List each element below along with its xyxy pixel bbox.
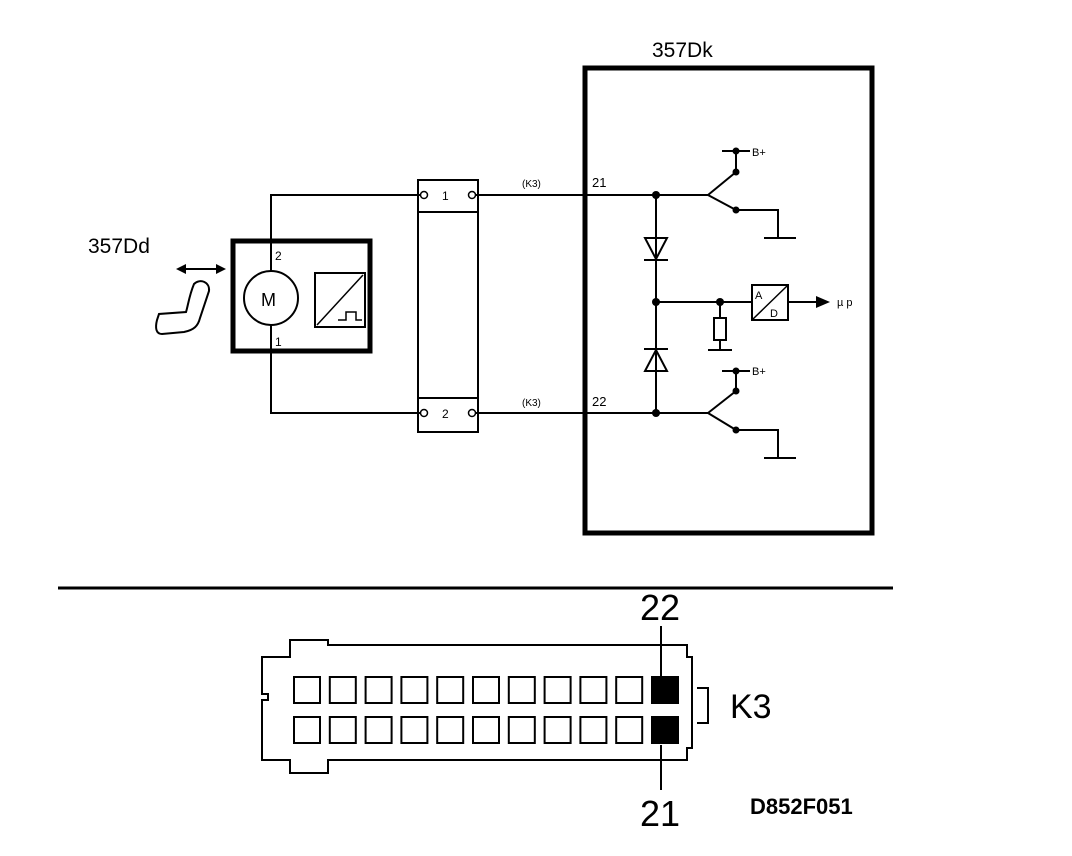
diode-icon [643,237,669,262]
supply-label-bottom: B+ [752,366,766,378]
connector-pin-cell [543,676,572,704]
control-unit-box [582,65,875,536]
reference-code: D852F051 [750,794,853,819]
switch-icon [656,367,779,457]
connector-pin-22 [651,676,679,704]
connector-pin-cell [293,716,321,744]
wire-label-k3-top: (K3) [522,179,541,190]
wire-label-k3-bottom: (K3) [522,398,541,409]
connector-pin-cell [328,716,357,744]
wire-motor-top [270,194,420,271]
connector-pin-cell [400,676,429,704]
motor-pin-top: 2 [275,249,282,263]
connector-pin-label-22: 22 [640,587,680,628]
connector-pin-cell [615,716,644,744]
seat-icon [155,280,211,336]
double-arrow-icon [176,264,226,274]
ecu-pin-21: 21 [592,175,606,190]
connector-housing [261,639,693,774]
sensor-icon [314,272,366,328]
connector-pin-21 [651,716,679,744]
motor-icon: M [243,270,299,326]
microprocessor-label: µ p [837,297,853,309]
actuator-label: 357Dd [88,235,150,258]
control-unit-label: 357Dk [652,39,713,62]
adc-label-a: A [755,290,763,302]
switch-icon [656,147,779,237]
motor-pin-bottom: 1 [275,335,282,349]
connector-pin-cell [615,676,644,704]
ecu-pin-22: 22 [592,394,606,409]
connector-pin-grid [293,676,679,744]
connector-pin-cell [400,716,429,744]
connector-pin-cell [293,676,321,704]
connector-pin-cell [543,716,572,744]
connector-pin-cell [364,676,393,704]
connector-pin-cell [507,716,536,744]
connector-block [417,179,479,433]
connector-pin-cell [328,676,357,704]
ad-converter-icon: A D [751,284,789,321]
connector-pin-cell [364,716,393,744]
connector-pin-2: 2 [442,407,449,421]
connector-pin-cell [436,676,465,704]
supply-label-top: B+ [752,147,766,159]
connector-name-label: K3 [730,688,772,726]
connector-pin-cell [507,676,536,704]
actuator-box [230,238,373,354]
wire-motor-bottom [270,325,420,414]
motor-symbol: M [261,290,276,310]
connector-pin-cell [472,716,500,744]
connector-bracket [697,687,709,724]
adc-label-d: D [770,308,778,320]
connector-pin-cell [472,676,500,704]
connector-pin-cell [579,676,608,704]
diode-icon [643,347,669,372]
connector-pin-label-21: 21 [640,793,680,834]
connector-pin-1: 1 [442,189,449,203]
connector-pin-cell [579,716,608,744]
connector-pin-cell [436,716,465,744]
resistor-icon [708,302,732,351]
